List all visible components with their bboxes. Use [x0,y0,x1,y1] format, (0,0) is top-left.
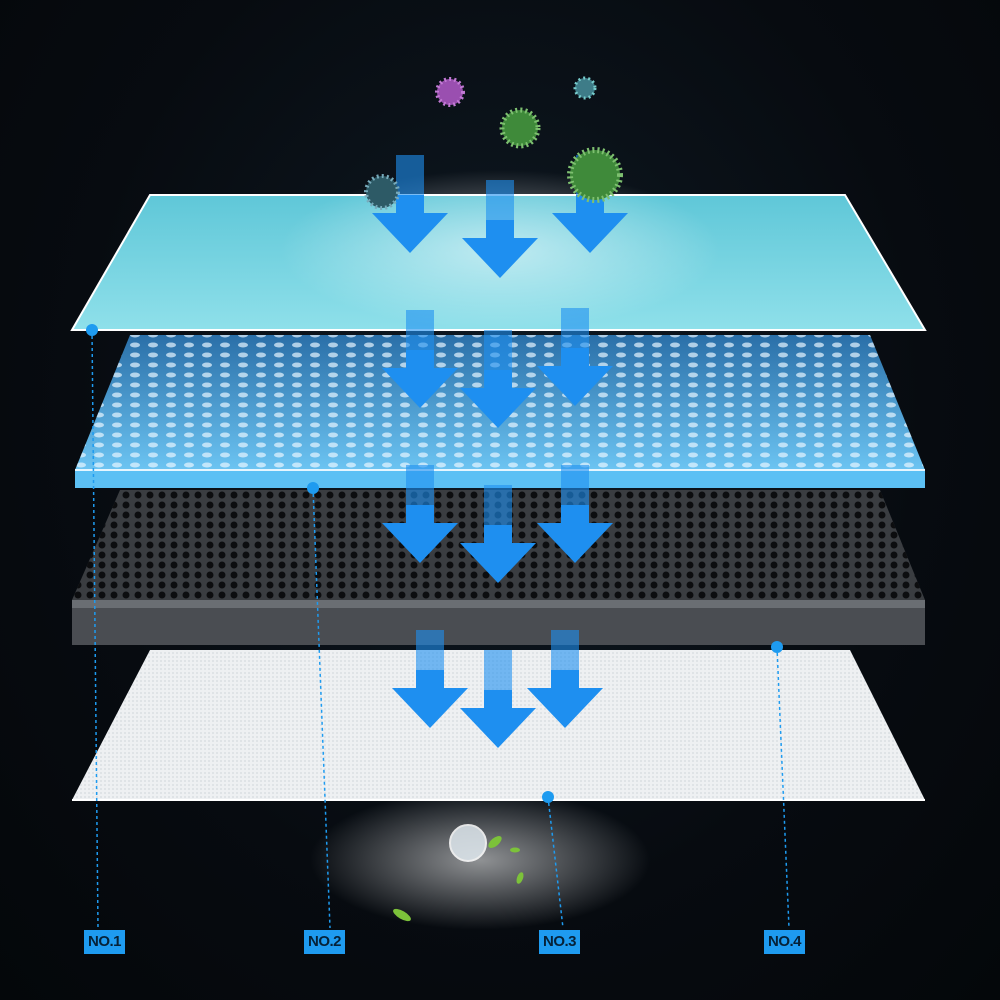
virus-icons [364,76,623,210]
clean-air-glow [310,790,650,930]
clean-air-icons [393,824,524,922]
callouts [91,329,790,929]
label-no4: NO.4 [764,930,806,954]
label-no2: NO.2 [304,930,346,954]
label-no1: NO.1 [84,930,126,954]
label-no3: NO.3 [539,930,581,954]
callout-dots [86,324,783,803]
